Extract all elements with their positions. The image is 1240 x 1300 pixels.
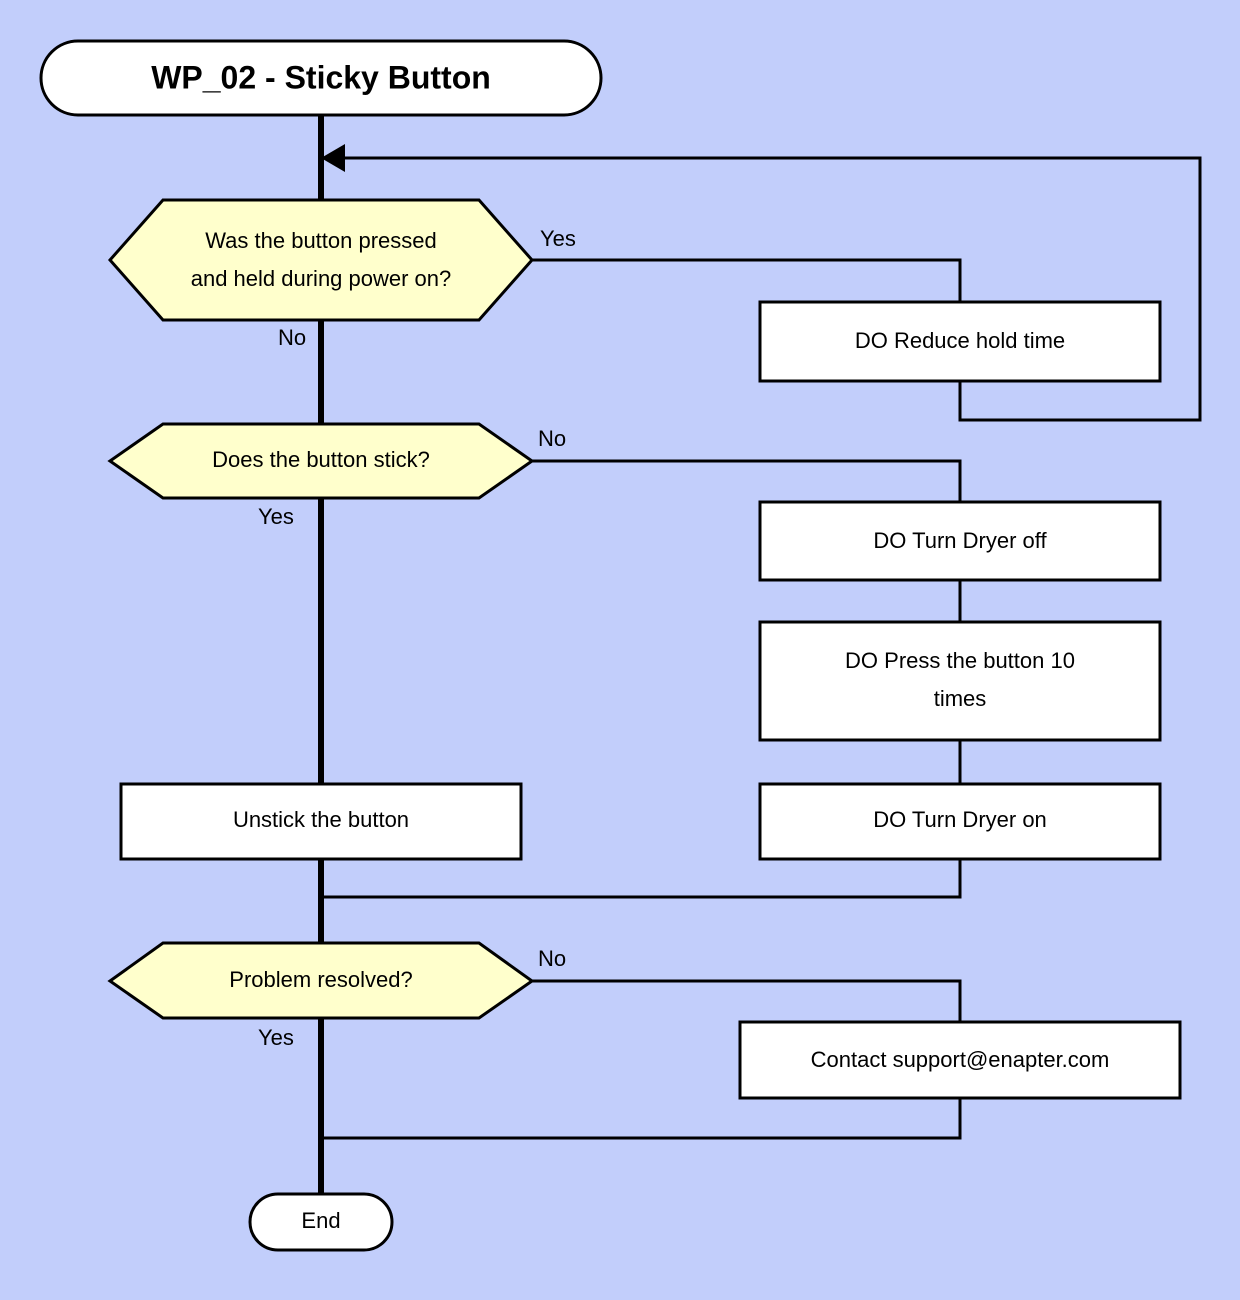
- action-dryer-off-label: DO Turn Dryer off: [873, 528, 1047, 553]
- edge-dryer-on-merge: [321, 859, 962, 899]
- action-contact-shape: [738, 1020, 1182, 1100]
- action-dryer-off-shape: [758, 500, 1162, 582]
- action-press-10-label-line1: DO Press the button 10: [845, 648, 1075, 673]
- edge-reduce-hold-feedback: [345, 156, 1202, 422]
- edge-label-power-on-yes: Yes: [540, 226, 576, 251]
- edge-label-power-on-no: No: [278, 325, 306, 350]
- action-dryer-on-label: DO Turn Dryer on: [873, 807, 1047, 832]
- action-unstick-shape: [119, 782, 523, 861]
- node-action-unstick[interactable]: Unstick the button: [119, 782, 523, 861]
- action-press-10-shape: [758, 620, 1162, 742]
- start-terminal-label: WP_02 - Sticky Button: [151, 59, 491, 95]
- arrowhead-feedback-icon: [321, 144, 345, 172]
- action-contact-label: Contact support@enapter.com: [811, 1047, 1110, 1072]
- decision-stick-shape: [107, 422, 535, 500]
- decision-power-on-label-line2: and held during power on?: [191, 266, 452, 291]
- node-decision-power-on[interactable]: Was the button pressed and held during p…: [107, 198, 535, 322]
- decision-power-on-label-line1: Was the button pressed: [205, 228, 437, 253]
- end-terminal-shape: [248, 1192, 394, 1252]
- edge-resolved-no: [532, 979, 962, 1022]
- decision-power-on-shape: [107, 198, 535, 322]
- edge-label-resolved-no: No: [538, 946, 566, 971]
- action-dryer-on-shape: [758, 782, 1162, 861]
- node-decision-resolved[interactable]: Problem resolved?: [107, 941, 535, 1020]
- action-reduce-hold-label: DO Reduce hold time: [855, 328, 1065, 353]
- node-end[interactable]: End: [248, 1192, 394, 1252]
- edge-label-stick-no: No: [538, 426, 566, 451]
- edge-label-resolved-yes: Yes: [258, 1025, 294, 1050]
- edge-stick-no: [532, 459, 962, 502]
- node-action-press-10[interactable]: DO Press the button 10 times: [758, 620, 1162, 742]
- action-press-10-label-line2: times: [934, 686, 987, 711]
- action-unstick-label: Unstick the button: [233, 807, 409, 832]
- decision-resolved-shape: [107, 941, 535, 1020]
- node-action-dryer-on[interactable]: DO Turn Dryer on: [758, 782, 1162, 861]
- end-terminal-label: End: [301, 1208, 340, 1233]
- decision-stick-label: Does the button stick?: [212, 447, 430, 472]
- start-terminal-shape: [39, 39, 603, 117]
- node-action-reduce-hold[interactable]: DO Reduce hold time: [758, 300, 1162, 383]
- node-action-contact[interactable]: Contact support@enapter.com: [738, 1020, 1182, 1100]
- action-reduce-hold-shape: [758, 300, 1162, 383]
- node-action-dryer-off[interactable]: DO Turn Dryer off: [758, 500, 1162, 582]
- edge-contact-merge: [321, 1098, 962, 1140]
- edge-power-on-yes: [532, 258, 962, 302]
- node-start[interactable]: WP_02 - Sticky Button: [39, 39, 603, 117]
- node-decision-stick[interactable]: Does the button stick?: [107, 422, 535, 500]
- decision-resolved-label: Problem resolved?: [229, 967, 412, 992]
- edge-label-stick-yes: Yes: [258, 504, 294, 529]
